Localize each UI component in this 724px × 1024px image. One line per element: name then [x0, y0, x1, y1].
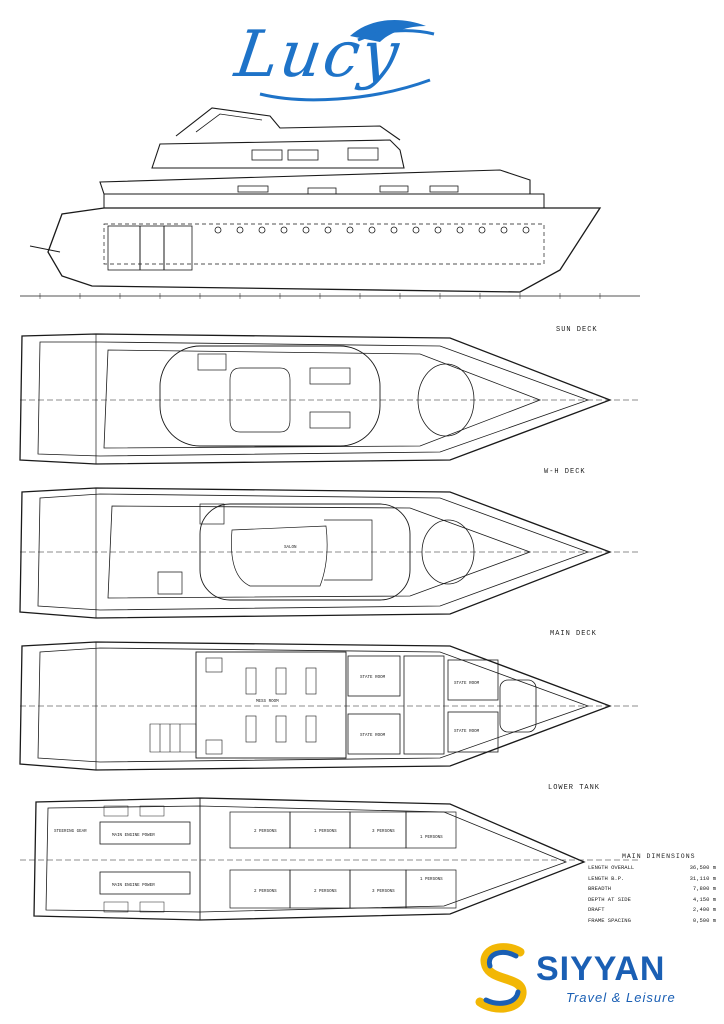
siyyan-logo	[472, 942, 712, 1014]
sun-deck-plan	[19, 333, 640, 465]
label-state-room-2: STATE ROOM	[360, 734, 386, 738]
dimension-label: FRAME SPACING	[588, 916, 631, 924]
brand-tagline: Travel & Leisure	[566, 990, 676, 1005]
label-persons-5: 2 PERSONS	[254, 890, 277, 894]
label-state-room-4: STATE ROOM	[454, 730, 480, 734]
main-deck-plan	[19, 641, 640, 771]
deck-title-wh: W-H DECK	[544, 468, 586, 476]
dimension-row: LENGTH B.P. 31,110 m	[588, 875, 716, 886]
dimension-row: DEPTH AT SIDE 4,150 m	[588, 896, 716, 907]
dimensions-title: MAIN DIMENSIONS	[622, 853, 696, 860]
dimension-label: LENGTH B.P.	[588, 874, 625, 882]
dimension-label: DRAFT	[588, 906, 605, 913]
dimension-value: 36,500 m	[689, 864, 716, 871]
deck-title-lower: LOWER TANK	[548, 784, 601, 792]
siyyan-s-icon	[475, 943, 527, 1013]
dimension-value: 7,800 m	[692, 885, 716, 892]
side-profile	[20, 107, 640, 299]
deck-title-sun: SUN DECK	[556, 326, 598, 334]
dimension-value: 0,500 m	[692, 916, 716, 924]
label-persons-1: 2 PERSONS	[254, 830, 277, 834]
dimension-row: BREADTH 7,800 m	[588, 885, 716, 896]
dimension-value: 2,400 m	[692, 906, 716, 913]
deck-title-main: MAIN DECK	[550, 630, 597, 638]
label-persons-6: 2 PERSONS	[314, 890, 337, 894]
yacht-logo-icon	[259, 20, 435, 102]
label-salon: SALON	[284, 546, 297, 550]
dimension-row: DRAFT 2,400 m	[588, 906, 716, 917]
label-state-room-1: STATE ROOM	[360, 676, 386, 680]
label-persons-4: 1 PERSONS	[420, 836, 443, 840]
label-persons-2: 1 PERSONS	[314, 830, 337, 834]
label-main-engine-power-2: MAIN ENGINE POWER	[112, 884, 155, 888]
lower-tank-plan	[20, 797, 640, 921]
label-mess-room: MESS ROOM	[256, 700, 279, 704]
label-steering-gear: STEERING GEAR	[54, 830, 87, 834]
lucy-logo	[230, 8, 450, 108]
brand-name: SIYYAN	[536, 950, 666, 988]
label-persons-3: 3 PERSONS	[372, 830, 395, 834]
dimension-row: LENGTH OVERALL 36,500 m	[588, 864, 716, 875]
label-state-room-3: STATE ROOM	[454, 682, 480, 686]
dimension-row: FRAME SPACING 0,500 m	[588, 917, 716, 928]
dimension-value: 31,110 m	[689, 874, 716, 882]
dimension-label: DEPTH AT SIDE	[588, 895, 631, 903]
label-main-engine-power-1: MAIN ENGINE POWER	[112, 834, 155, 838]
dimension-label: BREADTH	[588, 885, 612, 892]
main-dimensions-table: MAIN DIMENSIONS LENGTH OVERALL 36,500 m L…	[588, 853, 716, 927]
room-labels: SALON MESS ROOM STATE ROOM STATE ROOM ST…	[54, 546, 480, 894]
label-persons-8: 1 PERSONS	[420, 878, 443, 882]
wh-deck-plan	[19, 487, 640, 619]
dimension-value: 4,150 m	[692, 895, 716, 903]
label-persons-7: 3 PERSONS	[372, 890, 395, 894]
dimension-label: LENGTH OVERALL	[588, 864, 635, 871]
